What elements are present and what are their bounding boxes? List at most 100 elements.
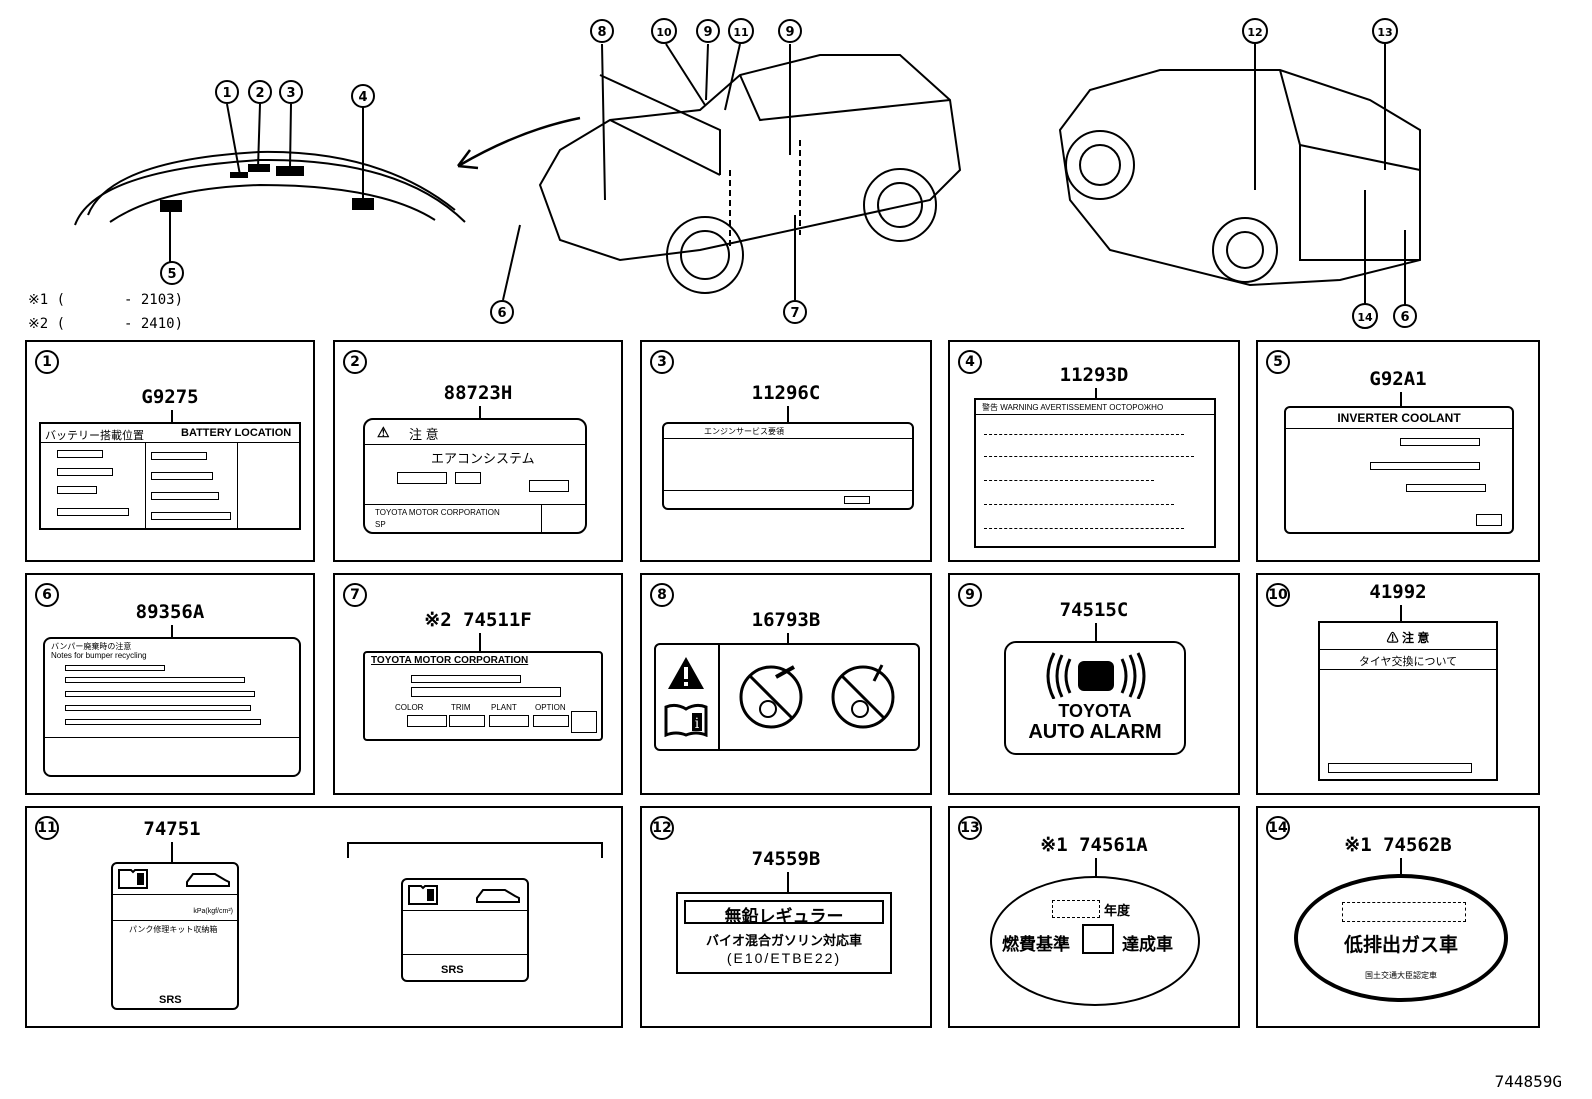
panel-number: 6 — [35, 583, 59, 607]
callout-2-icon: 2 — [248, 80, 272, 104]
panel-number: 8 — [650, 583, 674, 607]
panel-number: 7 — [343, 583, 367, 607]
callout-1-icon: 1 — [215, 80, 239, 104]
part-code: 74515C — [1059, 599, 1129, 621]
callout-4-icon: 4 — [351, 84, 375, 108]
panel-10: 10 41992 ⚠ 注 意 タイヤ交換について — [1256, 573, 1540, 795]
panel-11: 11 74751 kPa(kgf/cm²) パンク修理キット収納箱 SRS — [25, 806, 623, 1028]
panel-3: 3 11296C エンジンサービス要領 — [640, 340, 932, 562]
part-code: G92A1 — [1369, 368, 1427, 390]
panel-12: 12 74559B 無鉛レギュラー バイオ混合ガソリン対応車 (E10/ETBE… — [640, 806, 932, 1028]
aircon-caution-label: ⚠ 注 意 エアコンシステム TOYOTA MOTOR CORPORATION … — [363, 418, 587, 534]
panel-number: 1 — [35, 350, 59, 374]
svg-text:14: 14 — [1357, 311, 1373, 324]
part-code: ※2 74511F — [424, 609, 532, 631]
panel-number: 4 — [958, 350, 982, 374]
no-child-seat-icon — [739, 665, 803, 729]
battery-location-label: バッテリー搭載位置 BATTERY LOCATION — [39, 422, 301, 530]
vehicle-id-plate: TOYOTA MOTOR CORPORATION COLOR TRIM PLAN… — [363, 651, 603, 741]
panel-number: 3 — [650, 350, 674, 374]
svg-text:13: 13 — [1377, 26, 1392, 39]
part-code: 11293D — [1059, 364, 1129, 386]
part-code: 88723H — [443, 382, 513, 404]
tire-pressure-label-alt: SRS — [401, 878, 529, 982]
part-code: G9275 — [141, 386, 199, 408]
part-code: ※1 74562B — [1344, 834, 1452, 856]
svg-text:1: 1 — [222, 86, 231, 101]
auto-alarm-label: TOYOTA AUTO ALARM — [1004, 641, 1186, 755]
part-code: 74751 — [143, 818, 201, 840]
panel-number: 9 — [958, 583, 982, 607]
note-1: ※1 ( - 2103) — [28, 292, 184, 308]
callout-3-icon: 3 — [279, 80, 303, 104]
panel-number: 14 — [1266, 816, 1290, 840]
callout-8-icon: 8 — [590, 19, 614, 43]
svg-text:8: 8 — [597, 25, 606, 40]
panel-6: 6 89356A バンパー廃棄時の注意 Notes for bumper rec… — [25, 573, 315, 795]
panel-number: 10 — [1266, 583, 1290, 607]
callout-6-icon: 6 — [490, 300, 514, 324]
callout-7-icon: 7 — [783, 300, 807, 324]
callout-11-icon: 11 — [728, 18, 754, 44]
panel-9: 9 74515C TOYOTA AUTO ALARM — [948, 573, 1240, 795]
svg-text:i: i — [695, 716, 700, 732]
svg-text:9: 9 — [703, 25, 712, 40]
svg-text:6: 6 — [1400, 310, 1409, 325]
panel-number: 5 — [1266, 350, 1290, 374]
svg-text:9: 9 — [785, 25, 794, 40]
car-side-icon — [186, 873, 230, 887]
panel-7: 7 ※2 74511F TOYOTA MOTOR CORPORATION COL… — [333, 573, 623, 795]
svg-text:5: 5 — [167, 267, 176, 282]
warning-triangle-icon — [668, 657, 704, 689]
svg-text:7: 7 — [790, 306, 799, 321]
tire-pressure-label: kPa(kgf/cm²) パンク修理キット収納箱 SRS — [111, 862, 239, 1010]
panel-13: 13 ※1 74561A 年度 燃費基準 達成車 — [948, 806, 1240, 1028]
warning-label: 警告 WARNING AVERTISSEMENT OCTOPOЖHO — [974, 398, 1216, 548]
child-seat-warning-label: i — [654, 643, 920, 751]
svg-text:2: 2 — [255, 86, 264, 101]
callout-9b-icon: 9 — [778, 19, 802, 43]
note-2: ※2 ( - 2410) — [28, 316, 184, 332]
no-airbag-seat-icon — [831, 664, 895, 729]
panel-4: 4 11293D 警告 WARNING AVERTISSEMENT OCTOPO… — [948, 340, 1240, 562]
car-side-icon — [476, 889, 520, 903]
part-code: 11296C — [751, 382, 821, 404]
vehicle-illustrations: 1 2 3 4 5 8 10 9 11 9 6 7 12 13 14 6 — [74, 18, 1421, 329]
callout-5-icon: 5 — [160, 261, 184, 285]
svg-text:6: 6 — [497, 306, 506, 321]
svg-text:12: 12 — [1247, 26, 1262, 39]
panel-8: 8 16793B i — [640, 573, 932, 795]
manual-book-icon — [118, 869, 148, 889]
tire-change-caution-label: ⚠ 注 意 タイヤ交換について — [1318, 621, 1498, 781]
panel-number: 2 — [343, 350, 367, 374]
part-code: ※1 74561A — [1040, 834, 1148, 856]
svg-text:10: 10 — [656, 26, 672, 39]
part-code: 41992 — [1369, 581, 1427, 603]
part-code: 16793B — [751, 609, 821, 631]
callout-13-icon: 13 — [1372, 18, 1398, 44]
svg-text:4: 4 — [358, 90, 367, 105]
callout-12-icon: 12 — [1242, 18, 1268, 44]
callout-9-icon: 9 — [696, 19, 720, 43]
panel-number: 13 — [958, 816, 982, 840]
alarm-signal-icon — [1046, 652, 1146, 699]
callout-10-icon: 10 — [651, 18, 677, 44]
callout-14-icon: 14 — [1352, 303, 1378, 329]
inverter-coolant-label: INVERTER COOLANT — [1284, 406, 1514, 534]
panel-14: 14 ※1 74562B 低排出ガス車 国土交通大臣認定車 — [1256, 806, 1540, 1028]
panel-1: 1 G9275 バッテリー搭載位置 BATTERY LOCATION — [25, 340, 315, 562]
manual-book-icon: i — [664, 703, 708, 737]
fuel-economy-sticker: 年度 燃費基準 達成車 — [990, 876, 1200, 1006]
callout-6b-icon: 6 — [1393, 304, 1417, 328]
svg-text:3: 3 — [286, 86, 295, 101]
panel-5: 5 G92A1 INVERTER COOLANT — [1256, 340, 1540, 562]
bumper-recycling-label: バンパー廃棄時の注意 Notes for bumper recycling — [43, 637, 301, 777]
fuel-type-label: 無鉛レギュラー バイオ混合ガソリン対応車 (E10/ETBE22) — [676, 892, 892, 974]
panel-number: 12 — [650, 816, 674, 840]
part-code: 74559B — [751, 848, 821, 870]
panel-2: 2 88723H ⚠ 注 意 エアコンシステム TOYOTA MOTOR COR… — [333, 340, 623, 562]
panel-number: 11 — [35, 816, 59, 840]
engine-service-label: エンジンサービス要領 — [662, 422, 914, 510]
low-emission-sticker: 低排出ガス車 国土交通大臣認定車 — [1294, 874, 1508, 1002]
